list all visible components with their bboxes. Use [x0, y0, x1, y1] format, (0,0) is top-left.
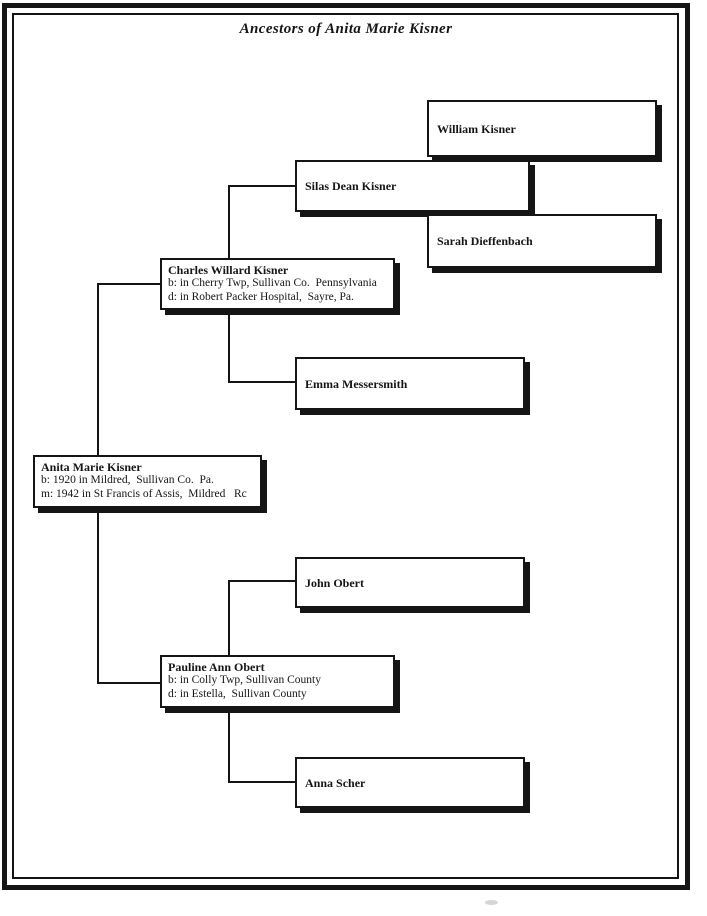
person-box-john-obert: John Obert: [295, 557, 525, 608]
connector-anita-charles-horizontal: [97, 283, 160, 285]
connector-anita-pauline-vertical: [97, 508, 99, 684]
connector-anita-charles-vertical: [97, 283, 99, 456]
person-name: Anna Scher: [305, 775, 366, 790]
person-birth-detail: b: 1920 in Mildred, Sullivan Co. Pa.: [41, 474, 214, 486]
person-box-emma-messersmith: Emma Messersmith: [295, 357, 525, 410]
person-name: John Obert: [305, 575, 365, 590]
connector-silas-sarah-vertical: [428, 210, 430, 217]
person-name: Sarah Dieffenbach: [437, 234, 533, 248]
person-birth-detail: b: in Cherry Twp, Sullivan Co. Pennsylva…: [168, 277, 377, 289]
connector-pauline-anna-horizontal: [228, 781, 295, 783]
person-name: Anita Marie Kisner: [41, 460, 142, 474]
connector-william-silas-vertical: [525, 154, 527, 162]
person-box-anna-scher: Anna Scher: [295, 757, 525, 808]
connector-charles-silas-vertical: [228, 185, 230, 258]
person-name: Silas Dean Kisner: [305, 179, 397, 193]
person-box-sarah-dieffenbach: Sarah Dieffenbach: [427, 214, 657, 268]
person-box-charles-willard-kisner: Charles Willard Kisner b: in Cherry Twp,…: [160, 258, 395, 310]
connector-pauline-john-vertical: [228, 580, 230, 655]
connector-pauline-john-horizontal: [228, 580, 295, 582]
connector-charles-emma-horizontal: [228, 381, 295, 383]
page-inner-border: [12, 13, 679, 879]
scan-artifact-smudge: [485, 900, 498, 905]
person-box-anita-marie-kisner: Anita Marie Kisner b: 1920 in Mildred, S…: [33, 455, 262, 508]
person-name: Pauline Ann Obert: [168, 660, 265, 674]
connector-pauline-anna-vertical: [228, 708, 230, 782]
person-birth-detail: b: in Colly Twp, Sullivan County: [168, 674, 321, 686]
page-outer-border: [2, 3, 690, 890]
connector-charles-silas-horizontal: [228, 185, 295, 187]
connector-anita-pauline-horizontal: [97, 682, 160, 684]
person-name: William Kisner: [437, 121, 516, 136]
connector-charles-emma-vertical: [228, 310, 230, 383]
person-name: Charles Willard Kisner: [168, 263, 289, 277]
person-death-detail: d: in Estella, Sullivan County: [168, 687, 307, 700]
person-name: Emma Messersmith: [305, 376, 408, 391]
person-death-detail: d: in Robert Packer Hospital, Sayre, Pa.: [168, 290, 354, 303]
chart-title: Ancestors of Anita Marie Kisner: [239, 21, 453, 37]
person-box-pauline-ann-obert: Pauline Ann Obert b: in Colly Twp, Sulli…: [160, 655, 395, 708]
person-box-silas-dean-kisner: Silas Dean Kisner: [295, 160, 530, 212]
person-box-william-kisner: William Kisner: [427, 100, 657, 157]
person-marriage-detail: m: 1942 in St Francis of Assis, Mildred …: [41, 487, 247, 500]
